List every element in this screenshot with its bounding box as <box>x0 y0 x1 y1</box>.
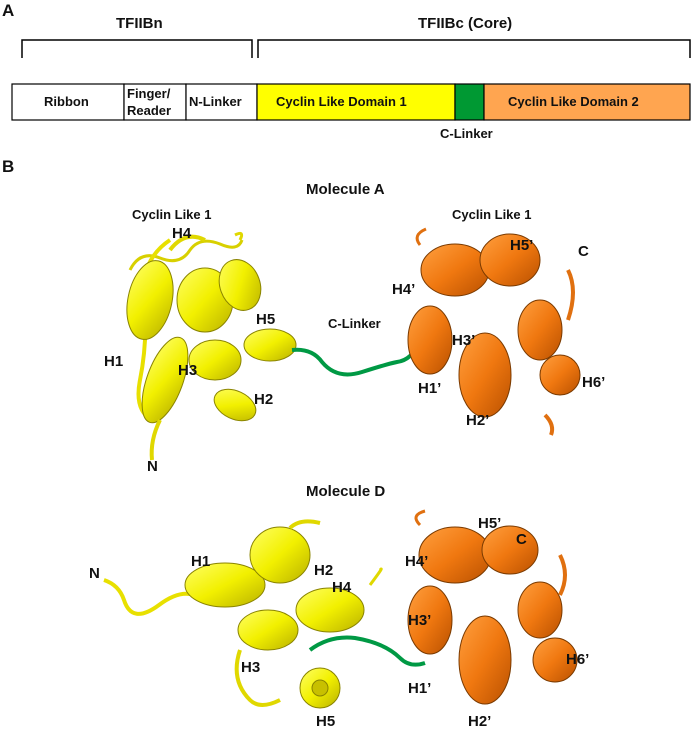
mol-a-h4p: H4’ <box>392 281 415 298</box>
segment-finger-label: Finger/ <box>127 86 171 101</box>
mol-d-h3: H3 <box>241 659 260 676</box>
mol-a-h2: H2 <box>254 391 273 408</box>
mol-d-h4p: H4’ <box>405 553 428 570</box>
segment-cyclin-2-label: Cyclin Like Domain 2 <box>508 94 639 109</box>
bracket-tfiibc <box>257 39 691 58</box>
molecule-a-cyclin1-structure <box>126 231 297 461</box>
mol-d-h2p: H2’ <box>468 713 491 730</box>
mol-a-c: C <box>578 243 589 260</box>
bracket-tfiibc-label: TFIIBc (Core) <box>418 15 512 32</box>
molecule-a-right-domain: Cyclin Like 1 <box>452 207 531 222</box>
mol-a-c-linker-label: C-Linker <box>328 316 381 331</box>
segment-ribbon <box>11 83 125 121</box>
mol-d-h1p: H1’ <box>408 680 431 697</box>
mol-a-h6p: H6’ <box>582 374 605 391</box>
molecule-d-cyclin1-structure <box>103 519 383 709</box>
mol-d-h1: H1 <box>191 553 210 570</box>
molecule-a-title: Molecule A <box>306 181 385 198</box>
segment-reader-label: Reader <box>127 103 171 118</box>
segment-n-linker-label: N-Linker <box>189 94 242 109</box>
mol-a-h5p: H5’ <box>510 237 533 254</box>
mol-d-h2: H2 <box>314 562 333 579</box>
molecule-d-cyclin2-structure <box>407 509 578 705</box>
mol-a-h3: H3 <box>178 362 197 379</box>
mol-d-h5p: H5’ <box>478 515 501 532</box>
mol-a-h1p: H1’ <box>418 380 441 397</box>
segment-ribbon-label: Ribbon <box>44 94 89 109</box>
molecule-a-left-domain: Cyclin Like 1 <box>132 207 211 222</box>
bracket-tfiibn <box>21 39 253 58</box>
c-linker-label: C-Linker <box>440 126 493 141</box>
molecule-a-c-linker <box>291 341 421 377</box>
segment-finger-reader <box>123 83 187 121</box>
panel-b-label: B <box>2 157 14 176</box>
segment-c-linker <box>454 83 485 121</box>
bracket-tfiibn-label: TFIIBn <box>116 15 163 32</box>
mol-a-h3p: H3’ <box>452 332 475 349</box>
mol-d-h6p: H6’ <box>566 651 589 668</box>
mol-a-h2p: H2’ <box>466 412 489 429</box>
mol-a-h5: H5 <box>256 311 275 328</box>
molecule-d-c-linker <box>308 635 426 667</box>
mol-d-h5: H5 <box>316 713 335 730</box>
mol-a-n: N <box>147 458 158 475</box>
mol-a-h4: H4 <box>172 225 192 242</box>
segment-n-linker <box>185 83 258 121</box>
mol-d-c: C <box>516 531 527 548</box>
mol-d-h4: H4 <box>332 579 352 596</box>
mol-d-h3p: H3’ <box>408 612 431 629</box>
mol-a-h1: H1 <box>104 353 123 370</box>
molecule-d-title: Molecule D <box>306 483 385 500</box>
molecule-a-cyclin2-structure <box>407 227 581 436</box>
segment-cyclin-1-label: Cyclin Like Domain 1 <box>276 94 407 109</box>
mol-d-n: N <box>89 565 100 582</box>
panel-a-label: A <box>2 1 14 20</box>
segment-cyclin-2 <box>483 83 691 121</box>
